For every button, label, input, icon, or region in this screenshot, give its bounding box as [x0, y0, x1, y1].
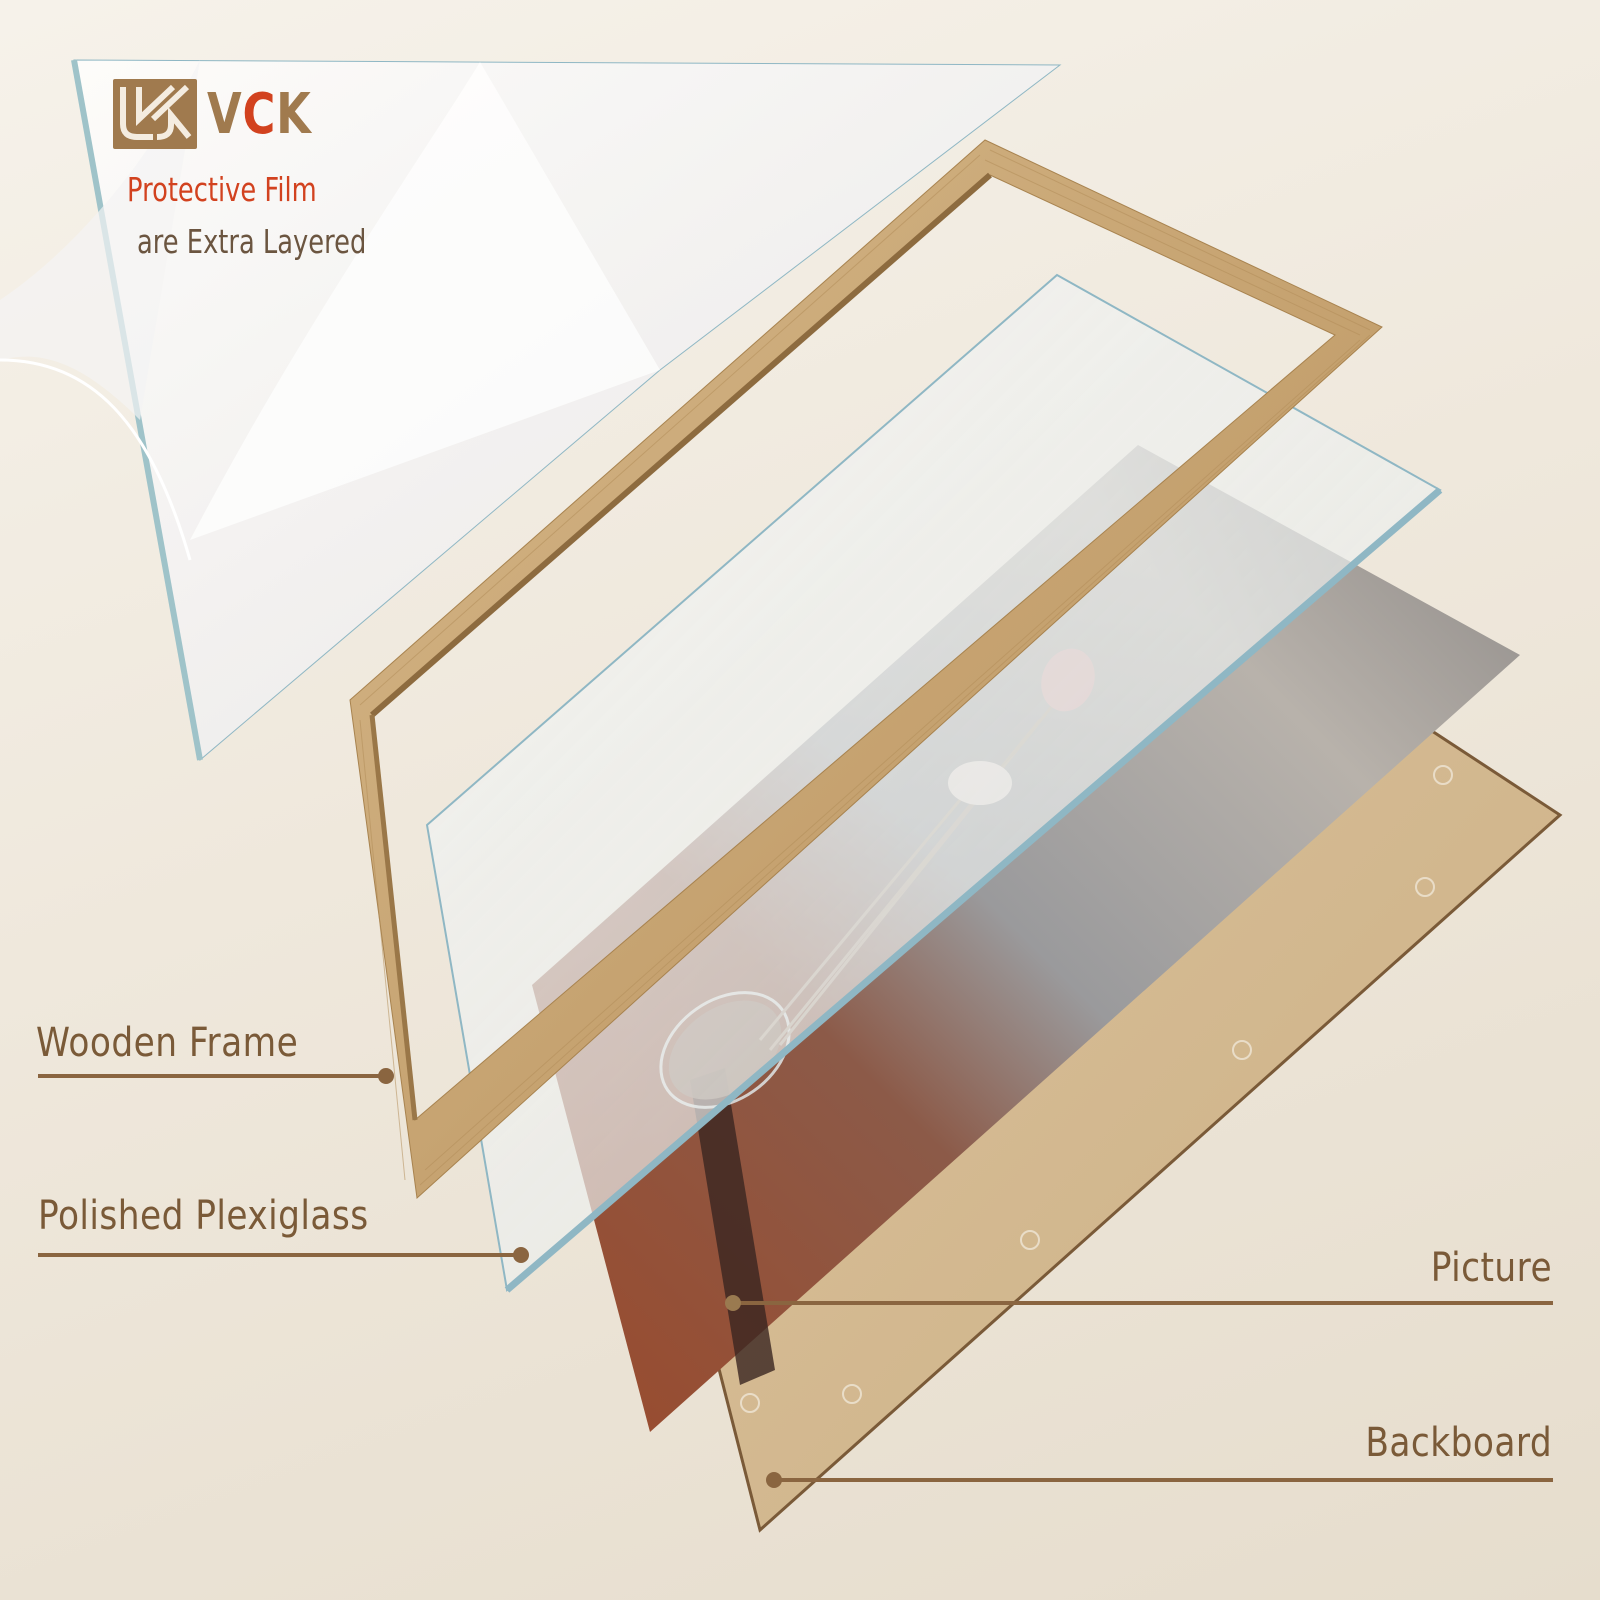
vck-logo-mark-icon	[113, 79, 197, 149]
headline-protective-film: Protective Film	[127, 170, 317, 209]
brand-logo: VCK	[113, 78, 338, 150]
callout-leaders	[38, 1068, 1553, 1488]
plexiglass-edge	[504, 487, 1443, 1293]
brand-letter-c: C	[242, 81, 277, 147]
wooden-frame-layer	[349, 139, 1383, 1200]
callout-backboard: Backboard	[1365, 1420, 1552, 1466]
brand-letter-v: V	[207, 81, 243, 147]
picture-layer	[532, 445, 1520, 1432]
protective-film-layer	[0, 59, 1062, 761]
brand-letter-k: K	[276, 81, 312, 147]
brand-wordmark: VCK	[207, 82, 312, 147]
backboard-dimples	[740, 765, 1453, 1413]
callout-polished-plexiglass: Polished Plexiglass	[38, 1193, 369, 1239]
headline-extra-layered: are Extra Layered	[137, 222, 367, 261]
callout-wooden-frame: Wooden Frame	[36, 1020, 299, 1066]
picture-table-edge	[690, 1068, 775, 1385]
callout-picture: Picture	[1430, 1245, 1552, 1291]
